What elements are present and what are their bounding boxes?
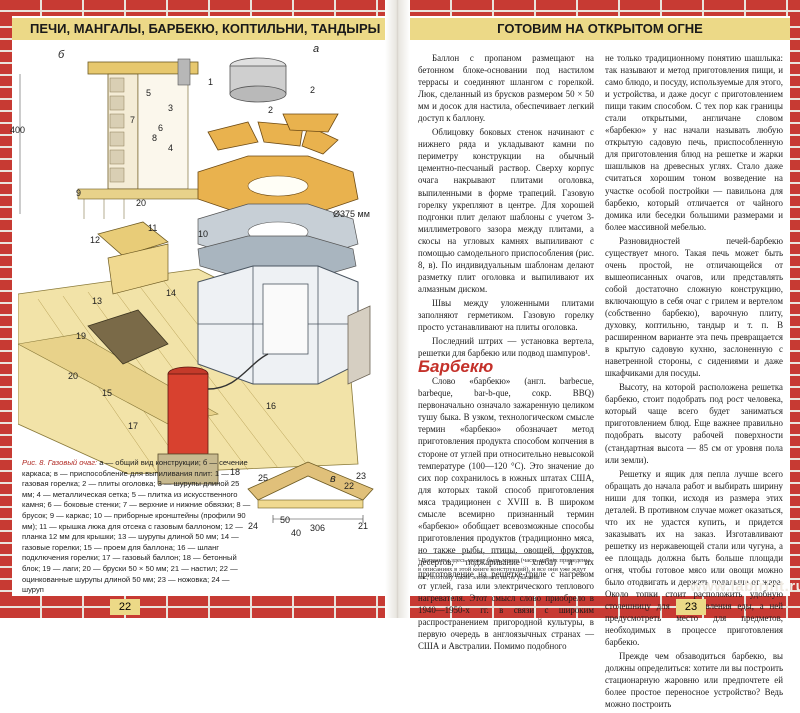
stone-panel: [347, 305, 371, 385]
callout-1: 1: [208, 77, 214, 87]
paragraph: Прежде чем обзаводиться барбекю, вы долж…: [605, 651, 783, 710]
watermark: www.labirint.ru: [690, 578, 800, 595]
callout-16: 16: [266, 401, 277, 411]
callout-21: 21: [358, 521, 369, 531]
gas-tank: [167, 373, 209, 455]
hatch-cover: [97, 221, 169, 257]
callout-10: 10: [198, 229, 209, 239]
figure-letter-b: б: [58, 49, 65, 61]
callout-19: 19: [76, 331, 87, 341]
paragraph: не только традиционному понятию шашлыка:…: [605, 53, 784, 232]
callout-4: 4: [168, 143, 174, 153]
figure-caption-body: а — общий вид конструкции; б — сечение к…: [22, 458, 251, 595]
paragraph: Баллон с пропаном размещают на бетонном …: [418, 53, 594, 124]
callout-23: 23: [356, 471, 367, 481]
callout-3: 3: [168, 103, 174, 113]
callout-9: 9: [76, 188, 82, 198]
paragraph: Решетку и ящик для пепла лучше всего обр…: [605, 468, 783, 648]
callout-18: 18: [230, 467, 241, 477]
callout-8: 8: [152, 133, 158, 143]
text-column-1: Баллон с пропаном размещают на бетонном …: [418, 52, 594, 654]
dimension-25: 25: [258, 473, 269, 483]
figure-letter-v: в: [330, 473, 336, 485]
right-running-header: ГОТОВИМ НА ОТКРЫТОМ ОГНЕ: [410, 18, 790, 40]
callout-5: 5: [146, 88, 152, 98]
paragraph: Слово «барбекю» (англ. barbecue, barbequ…: [418, 376, 594, 652]
brick-border-right: [790, 16, 800, 596]
callout-7: 7: [130, 115, 136, 125]
section-title-barbecue: Барбекю: [418, 357, 494, 377]
brick-border-left: [0, 16, 12, 596]
footnote: ¹ Варианты здесь может быть много (часть…: [418, 553, 594, 583]
figure-caption-title: Рис. 8. Газовый очаг:: [22, 458, 98, 467]
callout-2b: 2: [268, 105, 274, 115]
callout-20: 20: [68, 371, 79, 381]
figure-drawing: [18, 57, 374, 523]
concrete-block: [157, 453, 219, 485]
dimension-400: 400: [10, 125, 26, 135]
brick-border-bottom-left: [0, 596, 385, 618]
callout-15: 15: [102, 388, 113, 398]
book-spine: [385, 0, 410, 618]
page-number-right: 23: [676, 599, 706, 615]
dimension-40: 40: [291, 528, 302, 538]
paragraph: Последний штрих — установка вертела, реш…: [418, 336, 594, 359]
callout-22: 22: [344, 481, 355, 491]
figure-gas-hearth: а б в 400 20 Ø375 мм 40 50 306 25 1 2 2 …: [10, 43, 380, 592]
left-running-header: ПЕЧИ, МАНГАЛЫ, БАРБЕКЮ, КОПТИЛЬНИ, ТАНДЫ…: [12, 18, 385, 40]
paragraph: Швы между уложенными плитами заполняют г…: [418, 297, 594, 333]
paragraph: Высоту, на которой расположена решетка б…: [605, 382, 783, 465]
callout-13: 13: [92, 296, 103, 306]
figure-caption: Рис. 8. Газовый очаг: а — общий вид конс…: [22, 458, 252, 596]
figure-letter-a: а: [313, 43, 320, 55]
callout-24: 24: [248, 521, 259, 531]
callout-2: 2: [310, 85, 316, 95]
brick-border-top-left: [0, 0, 385, 16]
callout-11: 11: [148, 223, 158, 233]
page-number-left: 22: [110, 599, 140, 615]
dimension-50: 50: [280, 515, 291, 525]
dimension-20: 20: [136, 198, 147, 208]
cap-slabs: [207, 113, 339, 155]
tank-opening: [87, 309, 169, 365]
callout-14: 14: [166, 288, 177, 298]
brick-border-top-right: [410, 0, 800, 16]
callout-6: 6: [158, 123, 164, 133]
callout-17: 17: [128, 421, 139, 431]
dimension-306: 306: [310, 523, 326, 533]
paragraph: Разновидностей печей-барбекю существует …: [605, 235, 783, 379]
callout-12: 12: [90, 235, 101, 245]
dimension-375: Ø375 мм: [333, 209, 370, 219]
paragraph: Облицовку боковых стенок начинают с нижн…: [418, 127, 594, 294]
